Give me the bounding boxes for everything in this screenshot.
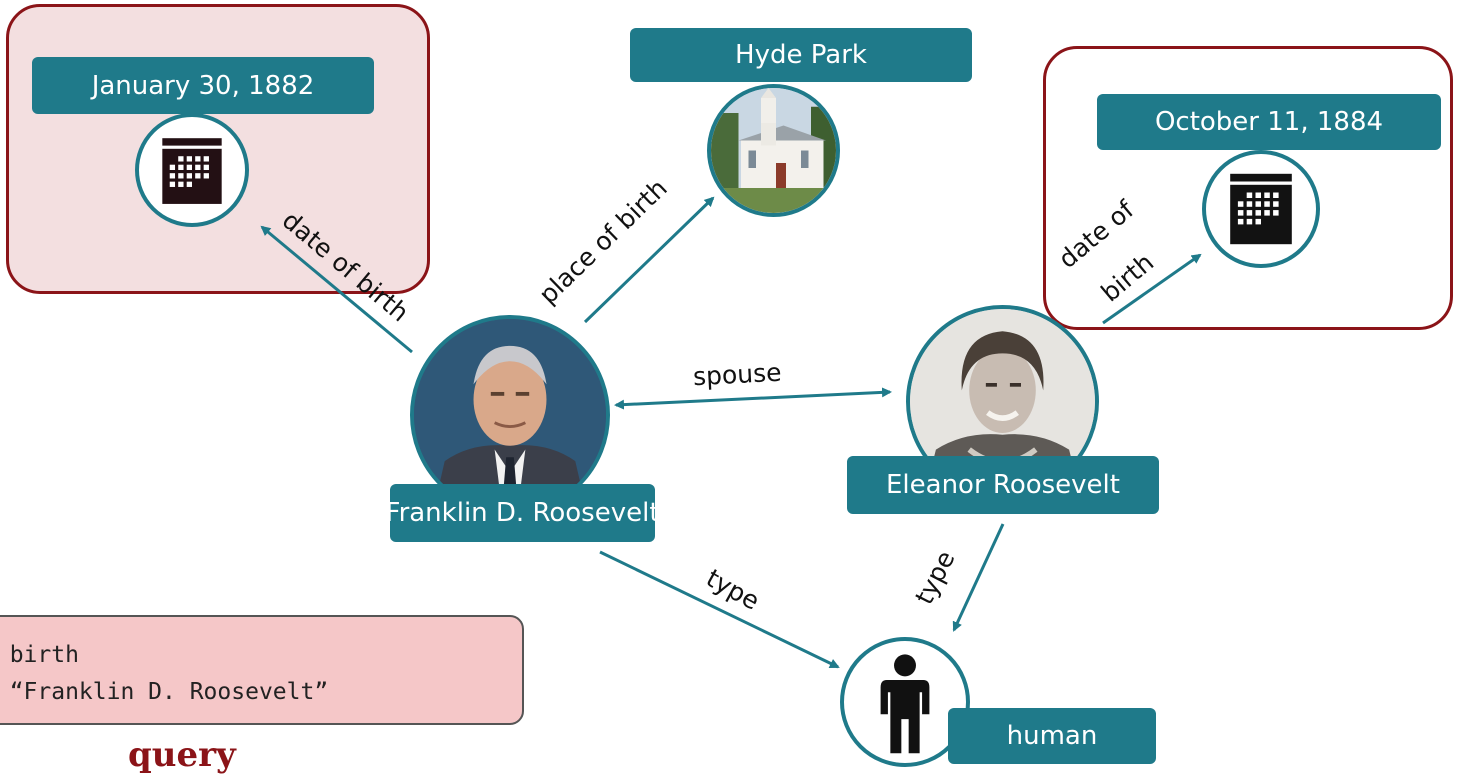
human-label: human — [948, 708, 1156, 764]
eleanor-birth-date-label: October 11, 1884 — [1097, 94, 1441, 150]
highlight-eleanor-birth-date — [1043, 46, 1453, 330]
edge-fdr-date-of-birth — [260, 225, 413, 354]
fdr-birth-date-node — [135, 113, 249, 227]
church-photo — [711, 88, 836, 213]
query-line-2: = “Franklin D. Roosevelt” — [0, 679, 329, 705]
calendar-icon — [162, 138, 222, 204]
edge-fdr-type — [599, 550, 840, 669]
portrait-photo — [414, 319, 606, 511]
hyde-park-label: Hyde Park — [630, 28, 972, 82]
edge-eleanor-type — [952, 523, 1005, 632]
calendar-icon — [1230, 173, 1292, 245]
edge-spouse — [614, 387, 892, 410]
query-line-1: f birth — [9, 642, 79, 668]
eleanor-label: Eleanor Roosevelt — [847, 456, 1159, 514]
fdr-birth-date-label: January 30, 1882 — [32, 57, 374, 114]
edge-fdr-place-of-birth — [583, 196, 715, 324]
eleanor-birth-date-node — [1202, 150, 1320, 268]
query-title: query — [128, 735, 236, 775]
fdr-node — [410, 315, 610, 515]
fdr-label: Franklin D. Roosevelt — [386, 484, 660, 542]
hyde-park-node — [707, 84, 840, 217]
query-box: f birth = “Franklin D. Roosevelt” — [0, 615, 524, 725]
person-icon — [880, 654, 930, 754]
edge-eleanor-date-of-birth — [1102, 253, 1202, 325]
edge-label-spouse: spouse — [692, 357, 783, 392]
